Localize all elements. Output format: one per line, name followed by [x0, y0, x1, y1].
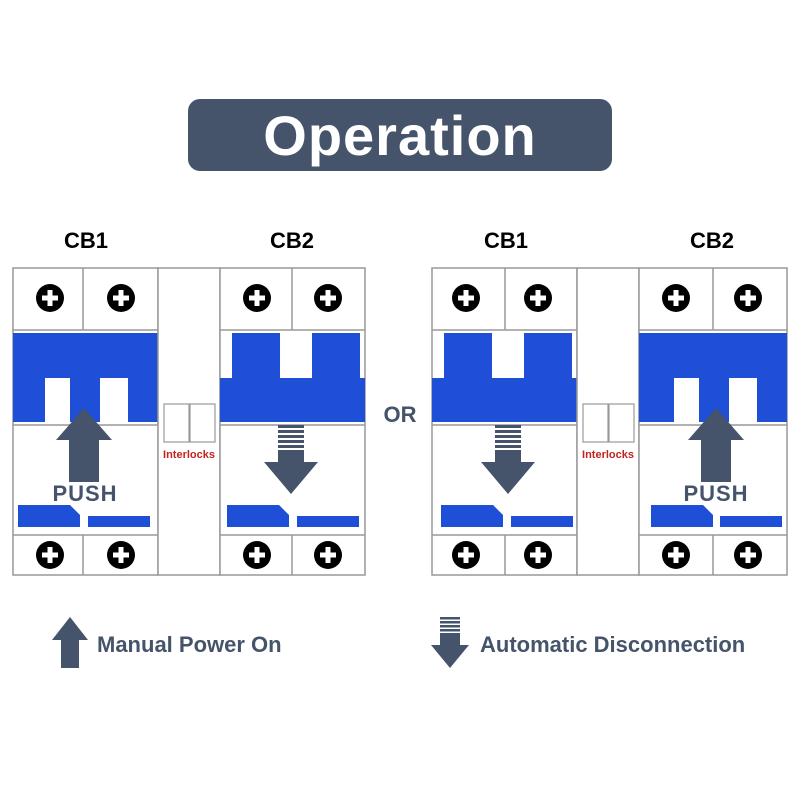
screw-icon — [734, 541, 762, 569]
panel-right — [431, 267, 788, 576]
screw-icon — [452, 284, 480, 312]
cb1-label-right: CB1 — [483, 228, 528, 253]
legend-arrow-down-striped-icon — [431, 617, 469, 668]
cb1-indicator — [18, 505, 80, 527]
cb2-indicator — [227, 505, 289, 527]
cb2-indicator — [720, 516, 782, 527]
cb1-indicator — [511, 516, 573, 527]
title-badge: Operation — [188, 99, 612, 171]
screw-icon — [662, 541, 690, 569]
arrow-down-striped-icon — [264, 425, 318, 494]
arrow-down-striped-icon — [481, 425, 535, 494]
screw-icon — [662, 284, 690, 312]
screw-icon — [36, 284, 64, 312]
push-label-left: PUSH — [52, 481, 118, 506]
cb1-indicator — [441, 505, 503, 527]
screw-icon — [314, 541, 342, 569]
screw-icon — [314, 284, 342, 312]
screw-icon — [107, 541, 135, 569]
screw-icon — [524, 284, 552, 312]
screw-icon — [524, 541, 552, 569]
cb1-lever — [432, 333, 577, 422]
interlocks-label-left: Interlocks — [163, 449, 215, 461]
cb2-indicator — [651, 505, 713, 527]
legend-manual-text: Manual Power On — [97, 632, 282, 657]
legend-arrow-up-icon — [52, 617, 88, 668]
page-title: Operation — [263, 103, 537, 167]
panel-left — [12, 267, 366, 576]
screw-icon — [107, 284, 135, 312]
cb1-indicator — [88, 516, 150, 527]
cb2-lever — [639, 333, 787, 422]
screw-icon — [452, 541, 480, 569]
cb1-label-left: CB1 — [63, 228, 108, 253]
arrow-up-icon — [56, 408, 112, 482]
legend-automatic-text: Automatic Disconnection — [480, 632, 746, 657]
screw-icon — [36, 541, 64, 569]
push-label-right: PUSH — [683, 481, 749, 506]
or-label: OR — [383, 402, 417, 427]
interlocks-label-right: Interlocks — [582, 449, 634, 461]
cb2-label-right: CB2 — [689, 228, 734, 253]
cb2-lever — [220, 333, 365, 422]
screw-icon — [243, 541, 271, 569]
screw-icon — [243, 284, 271, 312]
cb1-lever — [13, 333, 158, 422]
cb2-label-left: CB2 — [269, 228, 314, 253]
screw-icon — [734, 284, 762, 312]
cb2-indicator — [297, 516, 359, 527]
arrow-up-icon — [688, 408, 744, 482]
